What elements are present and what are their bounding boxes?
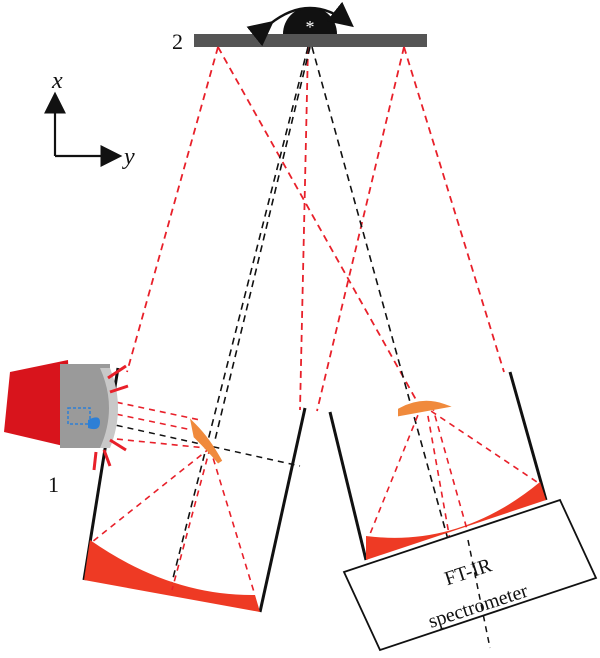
ftir-spectrometer: FT-IR spectrometer — [342, 498, 598, 652]
right-parabolic-mirror — [366, 482, 546, 560]
mirror-number-label: 2 — [172, 29, 183, 54]
rotating-mirror-assembly: * 2 — [172, 1, 427, 54]
axis-x-label: x — [51, 68, 63, 94]
coordinate-axes-icon: x y — [44, 68, 135, 170]
left-chamber — [82, 367, 307, 613]
axis-y-label: y — [122, 144, 135, 170]
curved-double-arrow-icon — [246, 1, 354, 47]
left-lens — [189, 418, 223, 464]
black-beam-paths — [169, 46, 469, 613]
rotation-symbol: * — [306, 17, 315, 37]
source-number-label: 1 — [48, 472, 59, 497]
left-parabolic-mirror — [84, 540, 260, 612]
right-lens — [398, 400, 452, 417]
right-chamber — [328, 371, 548, 561]
red-beam-paths — [126, 46, 505, 412]
ir-source-icon: 1 — [4, 360, 129, 497]
